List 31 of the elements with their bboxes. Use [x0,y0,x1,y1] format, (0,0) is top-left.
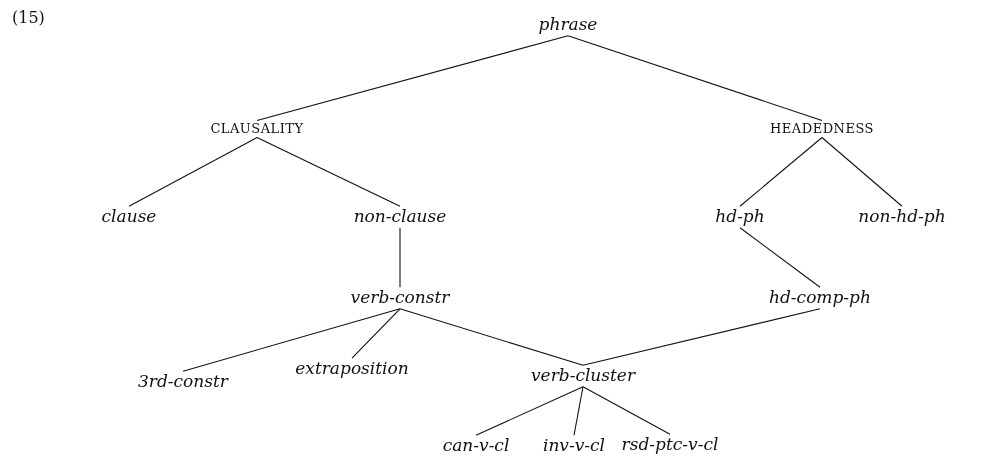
feature-dimension-label: HEADEDNESS [770,121,874,137]
tree-branch [351,308,401,359]
type-label: can-v-cl [442,436,510,456]
tree-branch [399,308,584,366]
tree-branch [582,308,821,366]
type-label: inv-v-cl [543,436,605,456]
type-label: phrase [538,15,598,35]
type-label: hd-ph [715,207,765,227]
type-label: clause [101,207,157,227]
tree-branch [821,136,903,207]
type-label: non-clause [353,207,447,227]
tree-branch [128,136,258,207]
tree-branch [256,136,401,207]
tree-branch [182,308,401,372]
tree-branch [399,227,401,288]
type-label: non-hd-ph [858,207,946,227]
type-label: extraposition [295,359,409,379]
type-label: 3rd-constr [138,372,228,392]
tree-branch [475,386,584,436]
tree-branch [739,136,823,207]
tree-branch [256,35,569,122]
tree-branch [567,35,823,122]
tree-branch [739,227,821,288]
type-label: verb-constr [350,288,450,308]
example-number: (15) [12,8,45,27]
feature-dimension-label: CLAUSALITY [210,121,304,137]
type-label: hd-comp-ph [769,288,871,308]
type-label: rsd-ptc-v-cl [621,435,719,455]
tree-branch [582,386,671,435]
tree-branch [573,386,584,436]
type-label: verb-cluster [530,366,636,386]
